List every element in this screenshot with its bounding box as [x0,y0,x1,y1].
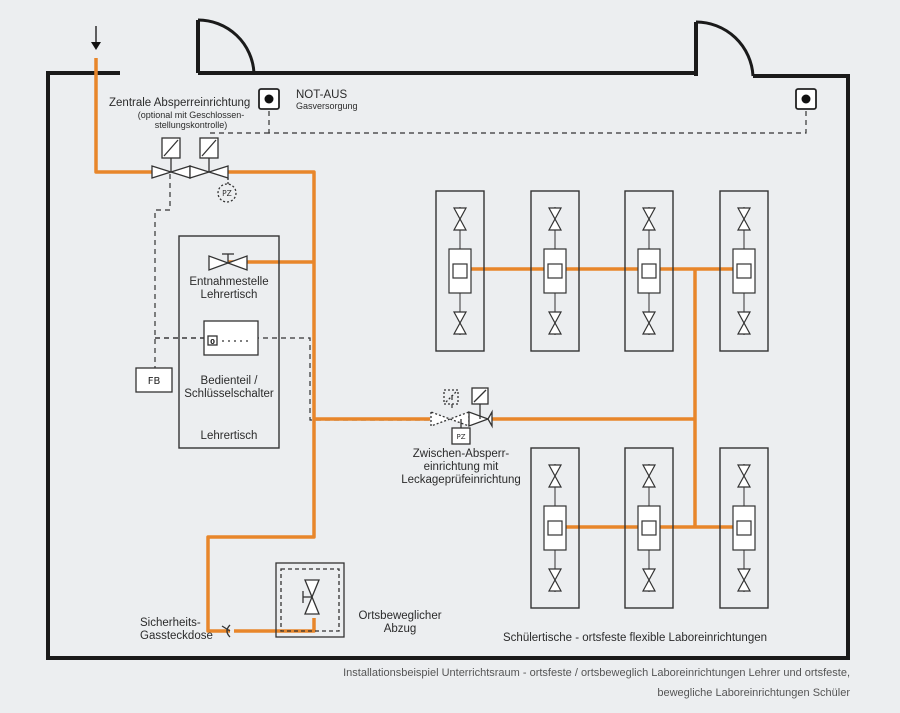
fume-hood-label-line1: Ortsbeweglicher [358,610,442,622]
student-table-1 [436,191,484,351]
central-valve-note-line2: stellungskontrolle) [154,120,228,130]
student-table-3 [625,191,673,351]
key-switch-panel [203,320,259,356]
teacher-desk [178,235,280,449]
intermediate-valve-label-line3: Leckageprüfeinrichtung [401,474,521,486]
safety-socket-label-line2: Gassteckdose [140,630,213,642]
caption-line2: bewegliche Laboreinrichtungen Schüler [657,687,850,699]
intermediate-valve-label-line2: einrichtung mit [423,461,499,473]
safety-gas-socket [221,624,231,638]
emergency-stop-sublabel: Gasversorgung [296,101,358,111]
gas-lines [94,58,742,633]
caption-line1: Installationsbeispiel Unterrichtsraum - … [343,667,850,679]
control-panel-label-line1: Bedienteil / [200,375,258,387]
student-table-2 [531,191,579,351]
safety-socket-label-line1: Sicherheits- [140,617,201,629]
control-lines [154,102,807,421]
student-tables-label: Schülertische - ortsfeste flexible Labor… [503,632,768,644]
fb-label: FB [148,376,161,387]
intermediate-shutoff-valve [430,387,493,445]
emergency-stop-button-2 [795,88,817,110]
teacher-desk-label: Lehrertisch [200,430,258,442]
central-shutoff-valve [151,137,237,203]
fume-hood [275,562,345,638]
central-valve-note-line1: (optional mit Geschlossen- [137,110,245,120]
teacher-outlet-label-line2: Lehrertisch [200,289,258,301]
intermediate-valve-label-line1: Zwischen-Absperr- [412,448,510,460]
central-valve-label: Zentrale Absperreinrichtung [109,97,251,109]
key-switch-display: 0 [210,338,215,346]
intermediate-pz-label: PZ [456,433,465,441]
student-table-4 [720,191,768,351]
central-pz-label: PZ [222,189,232,198]
gas-inlet-arrow [91,26,101,50]
control-panel-label-line2: Schlüsselschalter [184,388,274,400]
fume-hood-label-line2: Abzug [383,623,417,635]
emergency-stop-label: NOT-AUS [296,89,348,101]
teacher-outlet-label-line1: Entnahmestelle [189,276,269,288]
fb-box [135,367,173,393]
room-walls [46,18,850,660]
emergency-stop-button-1 [258,88,280,110]
teacher-outlet-valve [208,253,248,271]
